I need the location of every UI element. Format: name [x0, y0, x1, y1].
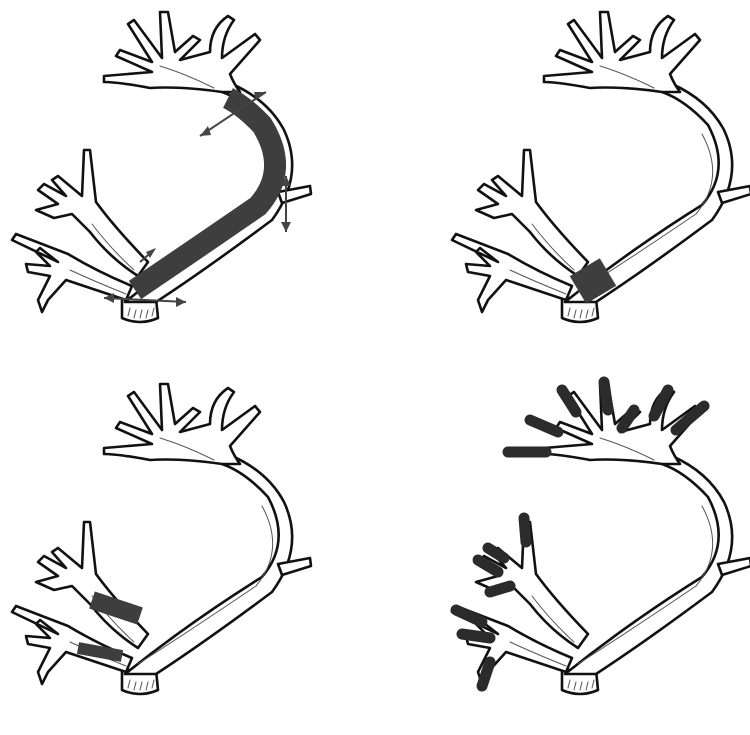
shaded-base-band	[578, 272, 608, 290]
panel-bottom-right	[452, 382, 750, 694]
shaded-brow-band	[78, 648, 122, 656]
panel-bottom-left	[12, 384, 311, 694]
panel-top-left	[12, 12, 311, 322]
panel-top-right	[452, 12, 750, 322]
